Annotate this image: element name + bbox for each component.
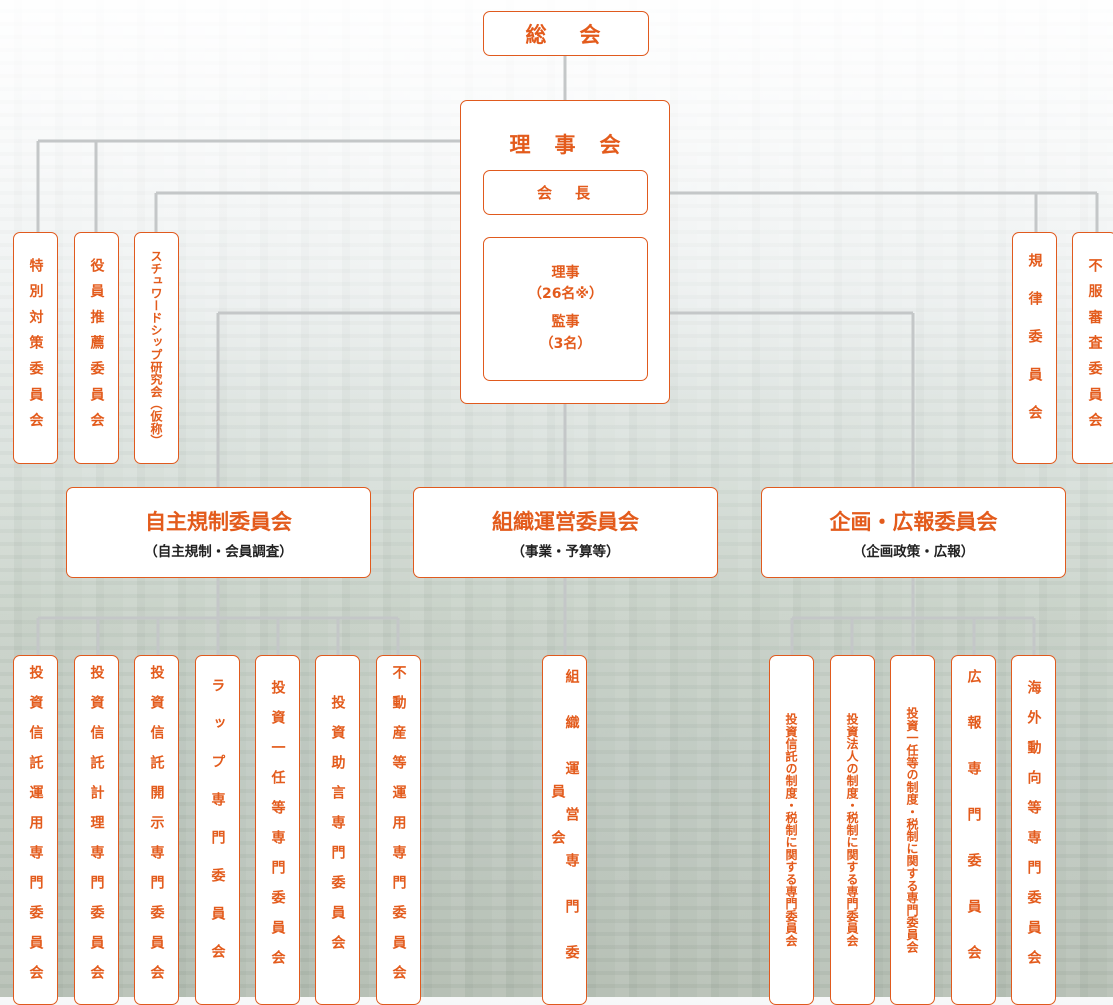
discipline-committee-label: 規律委員会 [1026,253,1043,443]
directors-auditors-box: 理事 （26名※） 監事 （3名） [483,237,648,381]
subcommittee-label: 広報専門委員会 [965,669,982,991]
discipline-committee: 規律委員会 [1012,232,1057,464]
chairman-label: 会 長 [536,184,594,202]
general-meeting-box: 総 会 [483,11,649,56]
self-regulation-committee-title: 自主規制委員会 [145,509,292,534]
subcommittee-discretionary: 投資一任等専門委員会 [255,655,300,1005]
subcommittee-label: 不動産等運用専門委員会 [390,665,407,995]
organization-committee: 組織運営委員会 （事業・予算等） [413,487,718,578]
subcommittee-label: 投資信託計理専門委員会 [88,665,105,995]
subcommittee-fund-tax-system: 投資信託の制度・税制に関する専門委員会 [769,655,814,1005]
subcommittee-label: 投資一任等の制度・税制に関する専門委員会 [905,707,919,953]
organization-committee-subtitle: （事業・予算等） [511,543,620,560]
auditors-label: 監事 [551,314,580,330]
subcommittee-investment-corp-tax-system: 投資法人の制度・税制に関する専門委員会 [830,655,875,1005]
subcommittee-fund-accounting: 投資信託計理専門委員会 [74,655,119,1005]
subcommittee-discretionary-tax-system: 投資一任等の制度・税制に関する専門委員会 [890,655,935,1005]
planning-pr-committee: 企画・広報委員会 （企画政策・広報） [761,487,1066,578]
subcommittee-organization: 組織運営専門委員会 [542,655,587,1005]
appeals-review-committee: 不服審査委員会 [1072,232,1113,464]
subcommittee-label: 投資助言専門委員会 [329,695,346,965]
self-regulation-committee: 自主規制委員会 （自主規制・会員調査） [66,487,371,578]
subcommittee-label: 組織運営専門委員会 [549,669,580,991]
stewardship-study-group-label: スチュワードシップ研究会（仮称） [149,249,163,447]
subcommittee-label: 投資信託の制度・税制に関する専門委員会 [784,713,798,947]
planning-pr-committee-title: 企画・広報委員会 [829,509,998,534]
subcommittee-label: 投資信託運用専門委員会 [27,665,44,995]
special-measures-committee: 特別対策委員会 [13,232,58,464]
subcommittee-label: 海外動向等専門委員会 [1025,680,1042,980]
board-title: 理事会 [509,133,645,157]
directors-label: 理事 [551,264,580,281]
subcommittee-label: 投資一任等専門委員会 [269,680,286,980]
chairman-box: 会 長 [483,170,648,215]
subcommittee-overseas-trends: 海外動向等専門委員会 [1011,655,1056,1005]
subcommittee-label: 投資信託開示専門委員会 [148,665,165,995]
organization-committee-title: 組織運営委員会 [492,509,639,534]
subcommittee-fund-disclosure: 投資信託開示専門委員会 [134,655,179,1005]
subcommittee-label: ラップ専門委員会 [209,678,226,982]
self-regulation-committee-subtitle: （自主規制・会員調査） [144,543,293,560]
planning-pr-committee-subtitle: （企画政策・広報） [852,543,975,560]
auditors-count: （3名） [539,335,592,352]
officer-nomination-committee: 役員推薦委員会 [74,232,119,464]
subcommittee-public-relations: 広報専門委員会 [951,655,996,1005]
subcommittee-advisory: 投資助言専門委員会 [315,655,360,1005]
subcommittee-fund-management: 投資信託運用専門委員会 [13,655,58,1005]
general-meeting-label: 総 会 [525,22,607,47]
subcommittee-wrap: ラップ専門委員会 [195,655,240,1005]
special-measures-committee-label: 特別対策委員会 [27,257,44,439]
appeals-review-committee-label: 不服審査委員会 [1086,257,1103,439]
stewardship-study-group: スチュワードシップ研究会（仮称） [134,232,179,464]
subcommittee-real-estate: 不動産等運用専門委員会 [376,655,421,1005]
subcommittee-label: 投資法人の制度・税制に関する専門委員会 [845,713,859,947]
officer-nomination-committee-label: 役員推薦委員会 [88,257,105,439]
directors-count: （26名※） [527,286,604,303]
